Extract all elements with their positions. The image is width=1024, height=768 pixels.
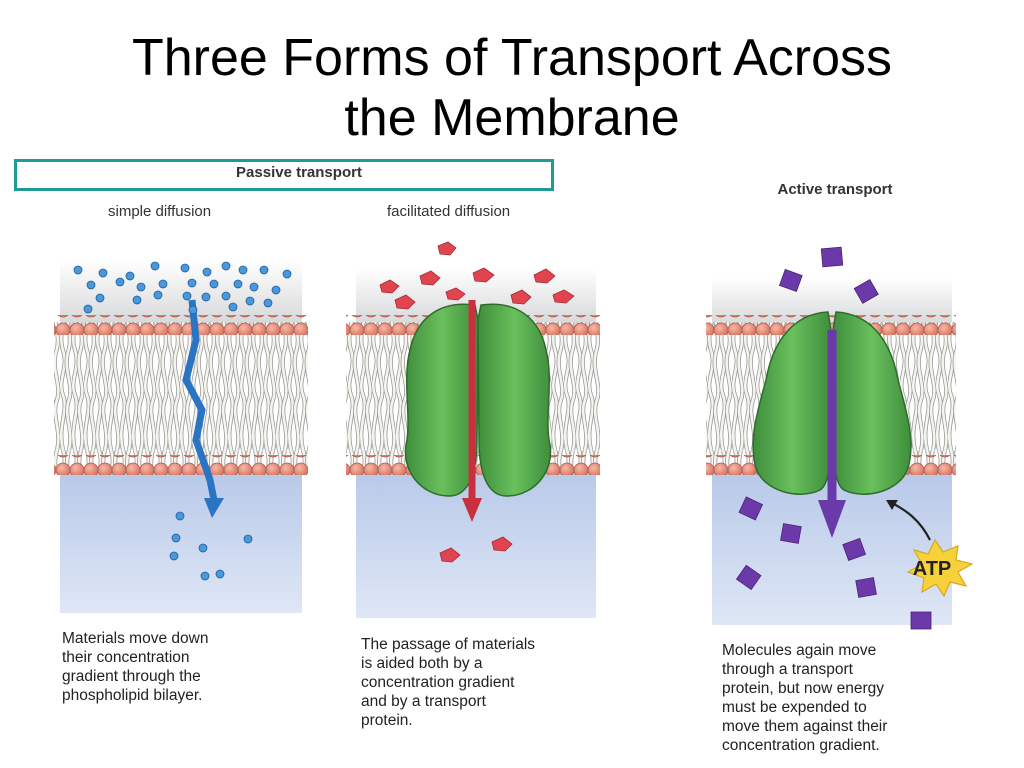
active-transport-panel: ATP (706, 246, 974, 630)
caption-line: Molecules again move (722, 642, 877, 659)
caption-line: concentration gradient (361, 674, 515, 691)
atp-star-icon (906, 538, 974, 598)
facilitated-diffusion-label: facilitated diffusion (387, 203, 511, 220)
facilitated-diffusion-caption: The passage of materials is aided both b… (361, 635, 535, 730)
facilitated-diffusion-panel (346, 241, 600, 618)
caption-line: and by a transport (361, 693, 486, 710)
passive-transport-box (14, 159, 554, 191)
slide-title-line-1: Three Forms of Transport Across (131, 29, 893, 87)
caption-line: through a transport (722, 661, 853, 678)
lipid-heads-top (706, 315, 956, 335)
diffusion-arrow (182, 299, 218, 501)
caption-line: The passage of materials (361, 636, 536, 653)
simple-molecules (73, 261, 292, 581)
simple-diffusion-panel (54, 260, 308, 613)
facilitated-molecules (379, 241, 575, 563)
slide-title-line-2: the Membrane (344, 89, 680, 147)
transport-protein (404, 303, 552, 497)
lipid-heads-top (54, 315, 308, 335)
caption-line: move them against their (722, 718, 888, 735)
simple-diffusion-caption: Materials move down their concentration … (62, 629, 208, 705)
caption-line: must be expended to (722, 699, 867, 716)
atp-label: ATP (913, 558, 952, 580)
caption-line: concentration gradient. (722, 737, 880, 754)
caption-line: their concentration (62, 649, 190, 666)
caption-line: protein, but now energy (722, 680, 884, 697)
active-transport-label: Active transport (777, 181, 893, 198)
caption-line: is aided both by a (361, 655, 483, 672)
passive-transport-label: Passive transport (236, 164, 362, 181)
slide-title: Three Forms of Transport Across the Memb… (0, 28, 1024, 148)
lipid-tails (54, 322, 308, 470)
caption-line: phospholipid bilayer. (62, 687, 203, 704)
transport-protein (752, 311, 912, 495)
lipid-heads-bottom (54, 455, 308, 475)
caption-line: protein. (361, 712, 413, 729)
active-transport-caption: Molecules again move through a transport… (722, 641, 887, 755)
simple-diffusion-label: simple diffusion (108, 203, 212, 220)
caption-line: gradient through the (62, 668, 201, 685)
active-molecules (735, 246, 932, 630)
caption-line: Materials move down (62, 630, 209, 647)
